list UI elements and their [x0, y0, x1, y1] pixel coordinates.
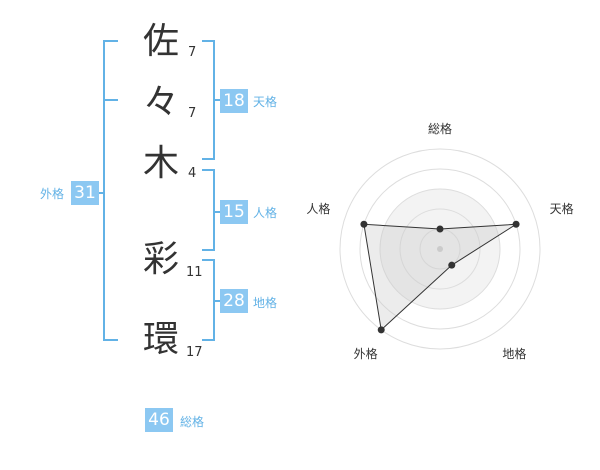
name-char-3: 木 — [142, 143, 179, 184]
radar-point-5 — [360, 220, 368, 228]
gaikaku-label: 外格 — [40, 187, 65, 201]
soukaku-label: 総格 — [180, 415, 205, 429]
radar-point-2 — [512, 220, 520, 228]
name-char-4: 彩 — [142, 239, 179, 280]
tenkaku-label: 天格 — [253, 95, 278, 109]
tenkaku-value-badge: 18 — [220, 89, 248, 113]
radar-point-4 — [377, 326, 385, 334]
chikaku-value-badge: 28 — [220, 289, 248, 313]
name-char-2: 々 — [142, 82, 179, 123]
name-char-5: 環 — [142, 319, 179, 360]
stroke-count-4: 11 — [186, 265, 203, 280]
jinkaku-label: 人格 — [253, 206, 278, 220]
stroke-count-2: 7 — [188, 106, 197, 121]
stroke-count-3: 4 — [188, 166, 197, 181]
radar-ring-4 — [359, 168, 521, 330]
radar-axis-label-5: 人格 — [306, 201, 330, 216]
soukaku-value-badge: 46 — [145, 408, 173, 432]
chikaku-label: 地格 — [253, 296, 278, 310]
radar-series-polygon — [363, 223, 517, 331]
radar-axis-label-4: 外格 — [354, 346, 378, 361]
radar-axis-label-1: 総格 — [428, 121, 452, 136]
jinkaku-value-badge: 15 — [220, 200, 248, 224]
gaikaku-value-badge: 31 — [71, 181, 99, 205]
radar-axis-label-3: 地格 — [502, 346, 526, 361]
stroke-count-5: 17 — [186, 345, 203, 360]
radar-point-3 — [448, 261, 456, 269]
radar-center-dot — [437, 246, 443, 252]
radar-point-1 — [436, 225, 444, 233]
name-char-1: 佐 — [142, 21, 179, 62]
stroke-count-1: 7 — [188, 45, 197, 60]
radar-axis-label-2: 天格 — [550, 201, 574, 216]
